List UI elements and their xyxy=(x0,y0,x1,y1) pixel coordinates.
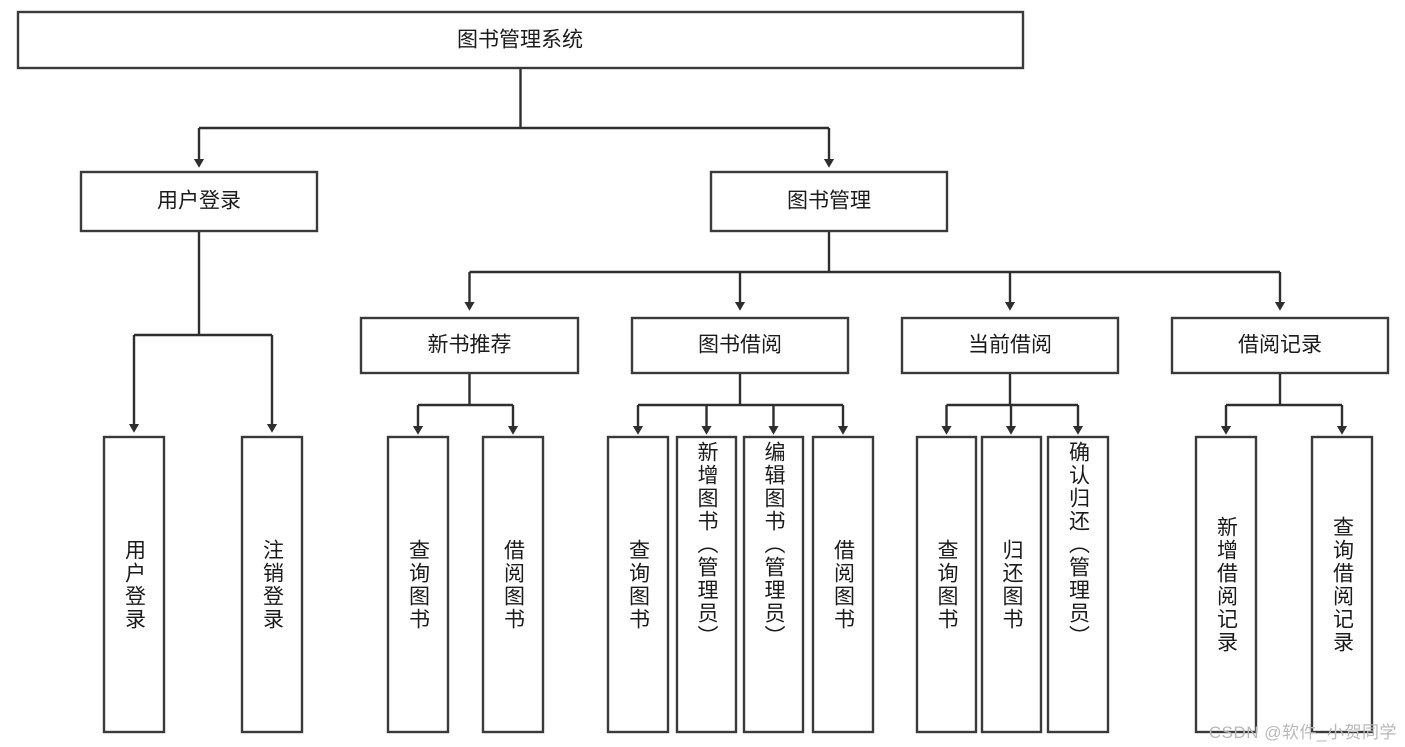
node-leaf-add-borrow-record[interactable] xyxy=(1194,435,1258,734)
node-book-manage[interactable]: 图书管理 xyxy=(709,170,949,233)
node-leaf-query-borrow-record-label-wrap: 查询借阅记录 xyxy=(1312,437,1372,732)
node-book-borrow-box[interactable] xyxy=(630,316,850,375)
node-leaf-confirm-return-admin-box[interactable] xyxy=(1046,435,1110,734)
node-leaf-logout-login-label: 注销登录 xyxy=(260,538,284,631)
node-leaf-query-book-2[interactable] xyxy=(606,435,670,734)
node-leaf-borrow-book-2-box[interactable] xyxy=(811,435,875,734)
node-leaf-query-book-1[interactable] xyxy=(386,435,450,734)
node-leaf-confirm-return-admin[interactable] xyxy=(1046,435,1110,734)
node-leaf-user-login[interactable] xyxy=(102,435,166,734)
node-borrow-record[interactable]: 借阅记录 xyxy=(1170,316,1390,375)
node-borrow-record-box[interactable] xyxy=(1170,316,1390,375)
node-leaf-borrow-book-1[interactable] xyxy=(481,435,545,734)
node-leaf-add-book-admin-box[interactable] xyxy=(675,435,738,734)
node-leaf-confirm-return-admin-label: 确认归还（管理员） xyxy=(1066,441,1090,648)
node-book-borrow-label: 图书借阅 xyxy=(698,334,782,357)
node-current-borrow-label: 当前借阅 xyxy=(968,334,1052,357)
node-leaf-edit-book-admin-box[interactable] xyxy=(742,435,805,734)
node-leaf-add-book-admin-label: 新增图书（管理员） xyxy=(695,441,718,648)
node-root[interactable]: 图书管理系统 xyxy=(16,10,1025,70)
node-leaf-query-book-1-label-wrap: 查询图书 xyxy=(388,437,448,732)
node-leaf-query-borrow-record-label: 查询借阅记录 xyxy=(1330,515,1354,654)
node-leaf-borrow-book-2-label-wrap: 借阅图书 xyxy=(813,437,873,732)
node-current-borrow[interactable]: 当前借阅 xyxy=(900,316,1120,375)
node-leaf-query-book-2-label: 查询图书 xyxy=(626,538,650,631)
node-leaf-query-book-2-box[interactable] xyxy=(606,435,670,734)
node-leaf-borrow-book-2[interactable] xyxy=(811,435,875,734)
edge-layer xyxy=(128,68,1348,435)
edge-new-book-stem xyxy=(418,373,513,407)
edge-current-borrow-stem xyxy=(946,373,1078,407)
node-leaf-borrow-book-1-label-wrap: 借阅图书 xyxy=(483,437,543,732)
node-leaf-add-borrow-record-label-wrap: 新增借阅记录 xyxy=(1196,437,1256,732)
node-leaf-query-book-1-box[interactable] xyxy=(386,435,450,734)
node-leaf-user-login-box[interactable] xyxy=(102,435,166,734)
node-root-label: 图书管理系统 xyxy=(457,29,583,52)
node-leaf-edit-book-admin-label: 编辑图书（管理员） xyxy=(762,441,785,648)
node-user-login-label: 用户登录 xyxy=(157,190,241,213)
node-leaf-confirm-return-admin-label-wrap: 确认归还（管理员） xyxy=(1048,441,1108,732)
node-leaf-add-borrow-record-box[interactable] xyxy=(1194,435,1258,734)
node-leaf-logout-login-box[interactable] xyxy=(240,435,304,734)
node-leaf-query-book-3[interactable] xyxy=(915,435,978,734)
edge-root-bus xyxy=(199,68,829,130)
edge-borrow-record-stem xyxy=(1226,373,1342,407)
node-user-login-box[interactable] xyxy=(79,170,319,233)
node-leaf-query-book-2-label-wrap: 查询图书 xyxy=(608,437,668,732)
node-new-book-recommend[interactable]: 新书推荐 xyxy=(359,316,580,375)
node-leaf-return-book-label: 归还图书 xyxy=(1000,538,1023,631)
edge-user-login-stem xyxy=(134,231,272,337)
node-leaf-query-book-3-box[interactable] xyxy=(915,435,978,734)
node-leaf-return-book[interactable] xyxy=(980,435,1043,734)
node-leaf-logout-login-label-wrap: 注销登录 xyxy=(242,437,302,732)
node-leaf-add-book-admin[interactable] xyxy=(675,435,738,734)
node-leaf-borrow-book-1-label: 借阅图书 xyxy=(501,538,525,631)
node-new-book-recommend-label: 新书推荐 xyxy=(428,334,512,357)
node-leaf-query-borrow-record[interactable] xyxy=(1310,435,1374,734)
node-leaf-query-book-3-label: 查询图书 xyxy=(935,538,958,631)
node-leaf-borrow-book-2-label: 借阅图书 xyxy=(831,538,855,631)
node-user-login[interactable]: 用户登录 xyxy=(79,170,319,233)
edge-book-borrow-stem xyxy=(638,373,843,407)
csdn-watermark: CSDN @软件_小贺同学 xyxy=(1208,723,1397,742)
node-new-book-recommend-box[interactable] xyxy=(359,316,580,375)
node-leaf-user-login-label: 用户登录 xyxy=(122,538,146,631)
node-borrow-record-label: 借阅记录 xyxy=(1238,334,1322,357)
edge-book-manage-bus xyxy=(469,231,1280,274)
node-leaf-query-book-1-label: 查询图书 xyxy=(406,538,430,631)
node-book-borrow[interactable]: 图书借阅 xyxy=(630,316,850,375)
node-leaf-edit-book-admin[interactable] xyxy=(742,435,805,734)
node-leaf-query-book-3-label-wrap: 查询图书 xyxy=(917,437,976,732)
node-root-box[interactable] xyxy=(16,10,1025,70)
node-leaf-edit-book-admin-label-wrap: 编辑图书（管理员） xyxy=(744,441,803,732)
node-leaf-return-book-label-wrap: 归还图书 xyxy=(982,437,1041,732)
node-leaf-add-book-admin-label-wrap: 新增图书（管理员） xyxy=(677,441,736,732)
node-current-borrow-box[interactable] xyxy=(900,316,1120,375)
node-leaf-borrow-book-1-box[interactable] xyxy=(481,435,545,734)
node-leaf-logout-login[interactable] xyxy=(240,435,304,734)
node-book-manage-box[interactable] xyxy=(709,170,949,233)
node-leaf-user-login-label-wrap: 用户登录 xyxy=(104,437,164,732)
node-leaf-return-book-box[interactable] xyxy=(980,435,1043,734)
node-leaf-query-borrow-record-box[interactable] xyxy=(1310,435,1374,734)
node-book-manage-label: 图书管理 xyxy=(787,190,871,213)
node-leaf-add-borrow-record-label: 新增借阅记录 xyxy=(1214,515,1238,654)
